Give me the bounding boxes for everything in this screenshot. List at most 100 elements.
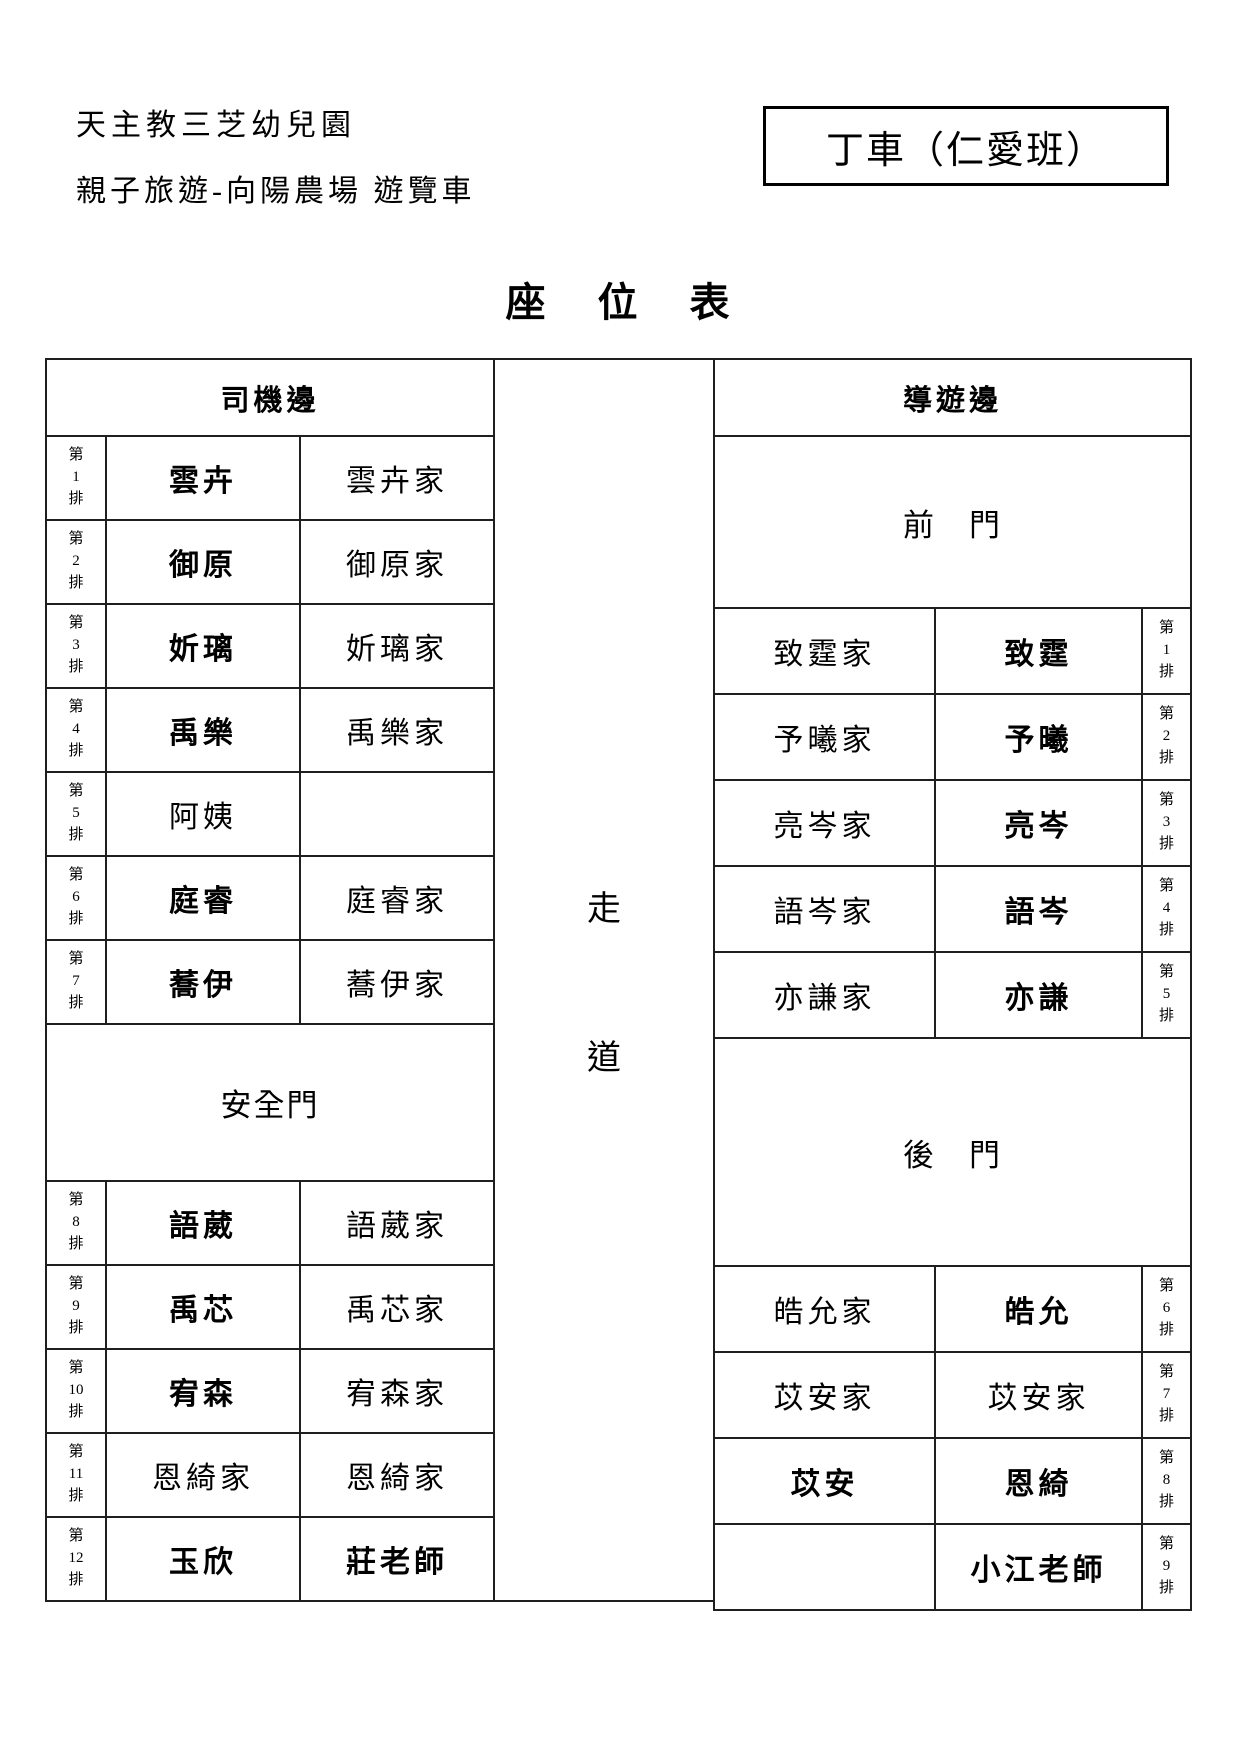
- seat-row-left-12: 第 12 排 玉欣 莊老師: [47, 1516, 493, 1600]
- seat-cell: 語葳: [105, 1182, 299, 1264]
- row-number: 8: [1162, 1472, 1171, 1489]
- seat-cell: 禹樂: [105, 689, 299, 771]
- seat-cell: 妡璃: [105, 605, 299, 687]
- seat-row-right-5: 亦謙家 亦謙 第 5 排: [715, 951, 1190, 1037]
- row-number: 4: [72, 721, 80, 738]
- family-cell: 致霆家: [773, 638, 876, 671]
- bus-label-box: 丁車（仁愛班）: [763, 106, 1169, 186]
- seat-row-left-4: 第 4 排 禹樂 禹樂家: [47, 687, 493, 771]
- row-number: 9: [72, 1298, 80, 1315]
- row-number: 7: [72, 973, 80, 990]
- row-label: 第 8 排: [1141, 1439, 1190, 1523]
- row-label: 第 4 排: [68, 699, 84, 759]
- row-number: 4: [1162, 900, 1171, 917]
- row-number: 9: [1162, 1558, 1171, 1575]
- family-cell: 御原家: [299, 521, 493, 603]
- seat-row-right-4: 語岑家 語岑 第 4 排: [715, 865, 1190, 951]
- back-door-cell: 後 門: [715, 1037, 1190, 1265]
- family-cell: 苡安家: [773, 1382, 876, 1415]
- family-cell: 禹樂家: [299, 689, 493, 771]
- seating-table: 司機邊 第 1 排 雲卉 雲卉家 第 2 排 御原 御原家: [45, 358, 1192, 1611]
- page-title: 座 位 表: [505, 280, 736, 325]
- seat-row-left-11: 第 11 排 恩綺家 恩綺家: [47, 1432, 493, 1516]
- seat-cell: 阿姨: [105, 773, 299, 855]
- row-label: 第 5 排: [1141, 953, 1190, 1037]
- seat-cell: 宥森: [105, 1350, 299, 1432]
- seat-cell: 蕎伊: [105, 941, 299, 1023]
- row-number: 2: [72, 553, 80, 570]
- seat-row-right-7: 苡安家 苡安家 第 7 排: [715, 1351, 1190, 1437]
- family-cell: 苡安: [790, 1468, 859, 1501]
- row-number: 6: [1162, 1300, 1171, 1317]
- seat-row-left-2: 第 2 排 御原 御原家: [47, 519, 493, 603]
- row-label: 第 11 排: [68, 1444, 84, 1504]
- guide-side-block: 導遊邊 前 門 致霆家 致霆 第 1 排 予曦家 予曦 第 2 排: [713, 358, 1192, 1611]
- row-label: 第 3 排: [1141, 781, 1190, 865]
- row-label: 第 8 排: [68, 1192, 84, 1252]
- row-label: 第 10 排: [68, 1360, 84, 1420]
- family-cell: 亦謙家: [773, 982, 876, 1015]
- guide-side-header: 導遊邊: [902, 384, 1002, 417]
- row-label: 第 7 排: [68, 951, 84, 1011]
- family-cell: 語葳家: [299, 1182, 493, 1264]
- seat-cell: 御原: [105, 521, 299, 603]
- row-number: 3: [1162, 814, 1171, 831]
- seat-row-right-1: 致霆家 致霆 第 1 排: [715, 607, 1190, 693]
- family-cell: 恩綺家: [299, 1434, 493, 1516]
- row-number: 11: [68, 1466, 84, 1483]
- family-cell: 皓允家: [773, 1296, 876, 1329]
- seat-row-right-2: 予曦家 予曦 第 2 排: [715, 693, 1190, 779]
- seat-cell: 雲卉: [105, 437, 299, 519]
- row-number: 1: [1162, 642, 1171, 659]
- seat-row-left-8: 第 8 排 語葳 語葳家: [47, 1180, 493, 1264]
- row-label: 第 6 排: [68, 867, 84, 927]
- row-label: 第 1 排: [1141, 609, 1190, 693]
- row-number: 10: [68, 1382, 84, 1399]
- row-label: 第 5 排: [68, 783, 84, 843]
- family-cell: 庭睿家: [299, 857, 493, 939]
- family-cell: 蕎伊家: [299, 941, 493, 1023]
- family-cell: 語岑家: [773, 896, 876, 929]
- aisle-column: 走 道: [493, 358, 715, 1602]
- seat-cell: 予曦: [934, 695, 1141, 779]
- row-number: 12: [68, 1550, 84, 1567]
- seat-row-right-3: 亮岑家 亮岑 第 3 排: [715, 779, 1190, 865]
- seat-cell: 苡安家: [934, 1353, 1141, 1437]
- seat-cell: 恩綺家: [105, 1434, 299, 1516]
- seat-cell: 致霆: [934, 609, 1141, 693]
- row-label: 第 4 排: [1141, 867, 1190, 951]
- seat-row-left-1: 第 1 排 雲卉 雲卉家: [47, 435, 493, 519]
- seat-row-left-9: 第 9 排 禹芯 禹芯家: [47, 1264, 493, 1348]
- seat-cell: 小江老師: [934, 1525, 1141, 1609]
- row-label: 第 9 排: [1141, 1525, 1190, 1609]
- trip-name: 親子旅遊-向陽農場 遊覽車: [76, 175, 476, 208]
- family-cell: 亮岑家: [773, 810, 876, 843]
- family-cell: [299, 773, 493, 855]
- row-number: 3: [72, 637, 80, 654]
- bus-label: 丁車（仁愛班）: [825, 129, 1106, 172]
- row-label: 第 6 排: [1141, 1267, 1190, 1351]
- family-cell: [715, 1525, 934, 1609]
- row-label: 第 2 排: [68, 531, 84, 591]
- seat-row-left-7: 第 7 排 蕎伊 蕎伊家: [47, 939, 493, 1023]
- row-label: 第 2 排: [1141, 695, 1190, 779]
- row-label: 第 1 排: [68, 447, 84, 507]
- family-cell: 宥森家: [299, 1350, 493, 1432]
- seat-cell: 禹芯: [105, 1266, 299, 1348]
- row-number: 5: [72, 805, 80, 822]
- row-number: 5: [1162, 986, 1171, 1003]
- row-label: 第 7 排: [1141, 1353, 1190, 1437]
- seat-row-left-5: 第 5 排 阿姨: [47, 771, 493, 855]
- front-door-cell: 前 門: [715, 435, 1190, 607]
- family-cell: 妡璃家: [299, 605, 493, 687]
- school-name: 天主教三芝幼兒園: [76, 109, 356, 142]
- row-number: 7: [1162, 1386, 1171, 1403]
- seat-cell: 皓允: [934, 1267, 1141, 1351]
- seat-cell: 庭睿: [105, 857, 299, 939]
- safety-door-cell: 安全門: [47, 1023, 493, 1180]
- seat-cell: 亦謙: [934, 953, 1141, 1037]
- family-cell: 予曦家: [773, 724, 876, 757]
- row-label: 第 9 排: [68, 1276, 84, 1336]
- seat-row-left-10: 第 10 排 宥森 宥森家: [47, 1348, 493, 1432]
- family-cell: 禹芯家: [299, 1266, 493, 1348]
